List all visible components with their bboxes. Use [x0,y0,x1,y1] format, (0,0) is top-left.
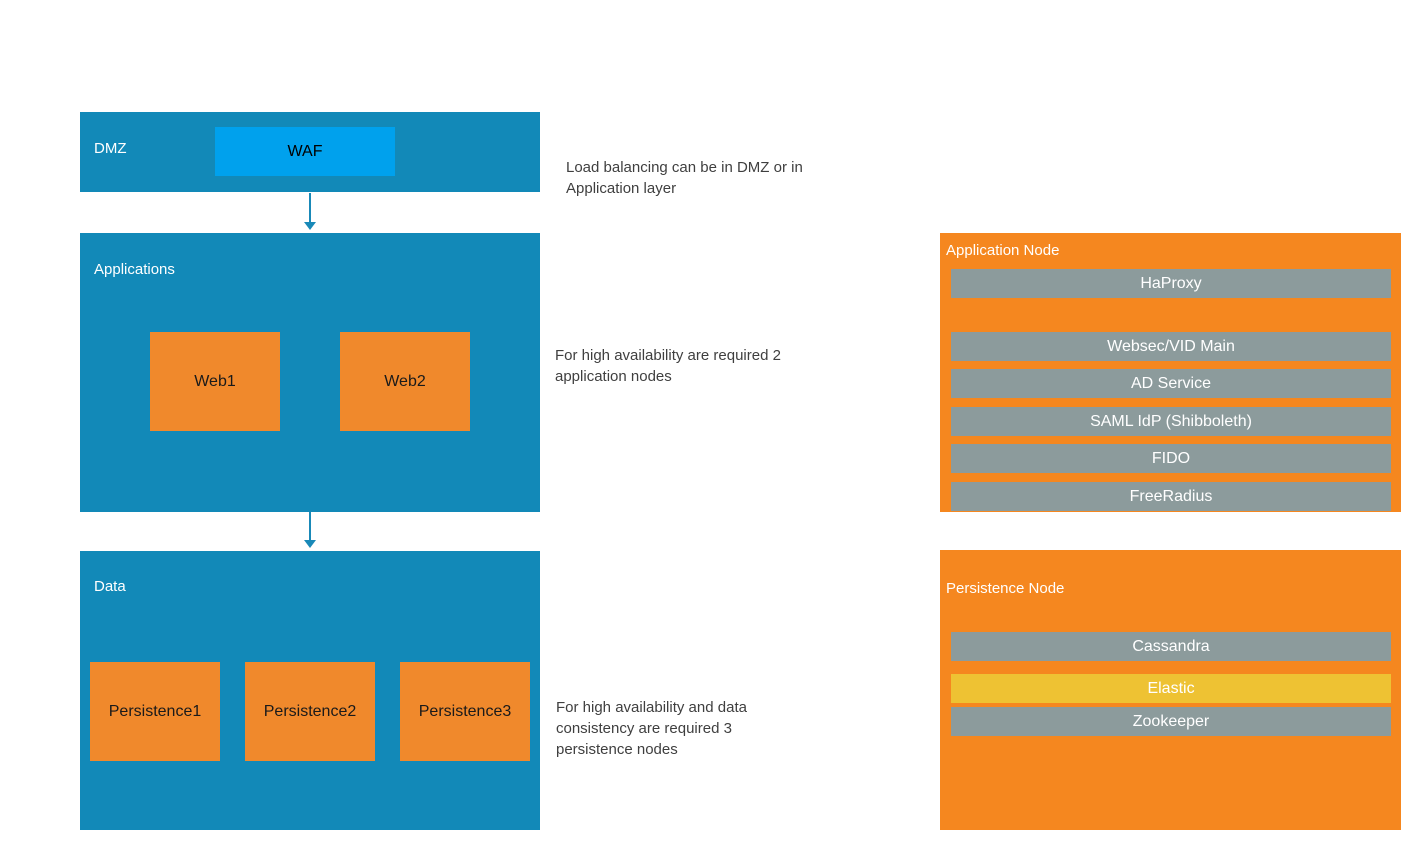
annotation-application-ha: For high availability are required 2 app… [555,347,781,385]
web1-node-label: Web1 [194,372,236,390]
arrow-applications-to-data-head [304,540,316,548]
service-bar-cassandra-label: Cassandra [1132,637,1210,655]
persistence1-node: Persistence1 [90,662,220,761]
web1-node: Web1 [150,332,280,431]
service-bar-saml-idp-label: SAML IdP (Shibboleth) [1090,412,1252,430]
persistence-node-panel: Persistence Node Cassandra Elastic Zooke… [940,550,1401,830]
service-bar-elastic: Elastic [951,674,1391,703]
service-bar-ad-service-label: AD Service [1130,374,1212,392]
persistence-node-title: Persistence Node [946,580,1065,597]
arrow-applications-to-data [309,512,311,541]
service-bar-websec-vid-main: Websec/VID Main [951,332,1391,361]
annotation-load-balancing: Load balancing can be in DMZ or in Appli… [566,159,803,197]
waf-node-label: WAF [287,142,323,160]
service-bar-zookeeper-label: Zookeeper [1132,712,1210,730]
service-bar-websec-vid-main-label: Websec/VID Main [1107,337,1235,355]
application-node-title: Application Node [946,242,1060,259]
persistence2-node-label: Persistence2 [263,702,357,720]
service-bar-cassandra: Cassandra [951,632,1391,661]
service-bar-fido: FIDO [951,444,1391,473]
service-bar-elastic-label: Elastic [1147,679,1195,697]
annotation-data-ha: For high availability and data consisten… [556,699,747,758]
service-bar-freeradius-label: FreeRadius [1129,487,1213,505]
web2-node-label: Web2 [384,372,426,390]
arrow-dmz-to-applications-head [304,222,316,230]
dmz-layer: DMZ WAF [80,112,540,192]
service-bar-haproxy: HaProxy [951,269,1391,298]
application-node-panel: Application Node HaProxy Websec/VID Main… [940,233,1401,512]
data-layer: Data Persistence1 Persistence2 Persisten… [80,551,540,830]
waf-node: WAF [215,127,395,176]
persistence2-node: Persistence2 [245,662,375,761]
service-bar-freeradius: FreeRadius [951,482,1391,511]
persistence1-node-label: Persistence1 [108,702,202,720]
service-bar-haproxy-label: HaProxy [1140,274,1202,292]
web2-node: Web2 [340,332,470,431]
applications-layer-label: Applications [94,261,175,278]
service-bar-saml-idp: SAML IdP (Shibboleth) [951,407,1391,436]
service-bar-ad-service: AD Service [951,369,1391,398]
dmz-layer-label: DMZ [94,140,127,157]
service-bar-zookeeper: Zookeeper [951,707,1391,736]
service-bar-fido-label: FIDO [1151,449,1191,467]
data-layer-label: Data [94,578,126,595]
arrow-dmz-to-applications [309,193,311,222]
persistence3-node-label: Persistence3 [418,702,512,720]
applications-layer: Applications Web1 Web2 [80,233,540,512]
persistence3-node: Persistence3 [400,662,530,761]
